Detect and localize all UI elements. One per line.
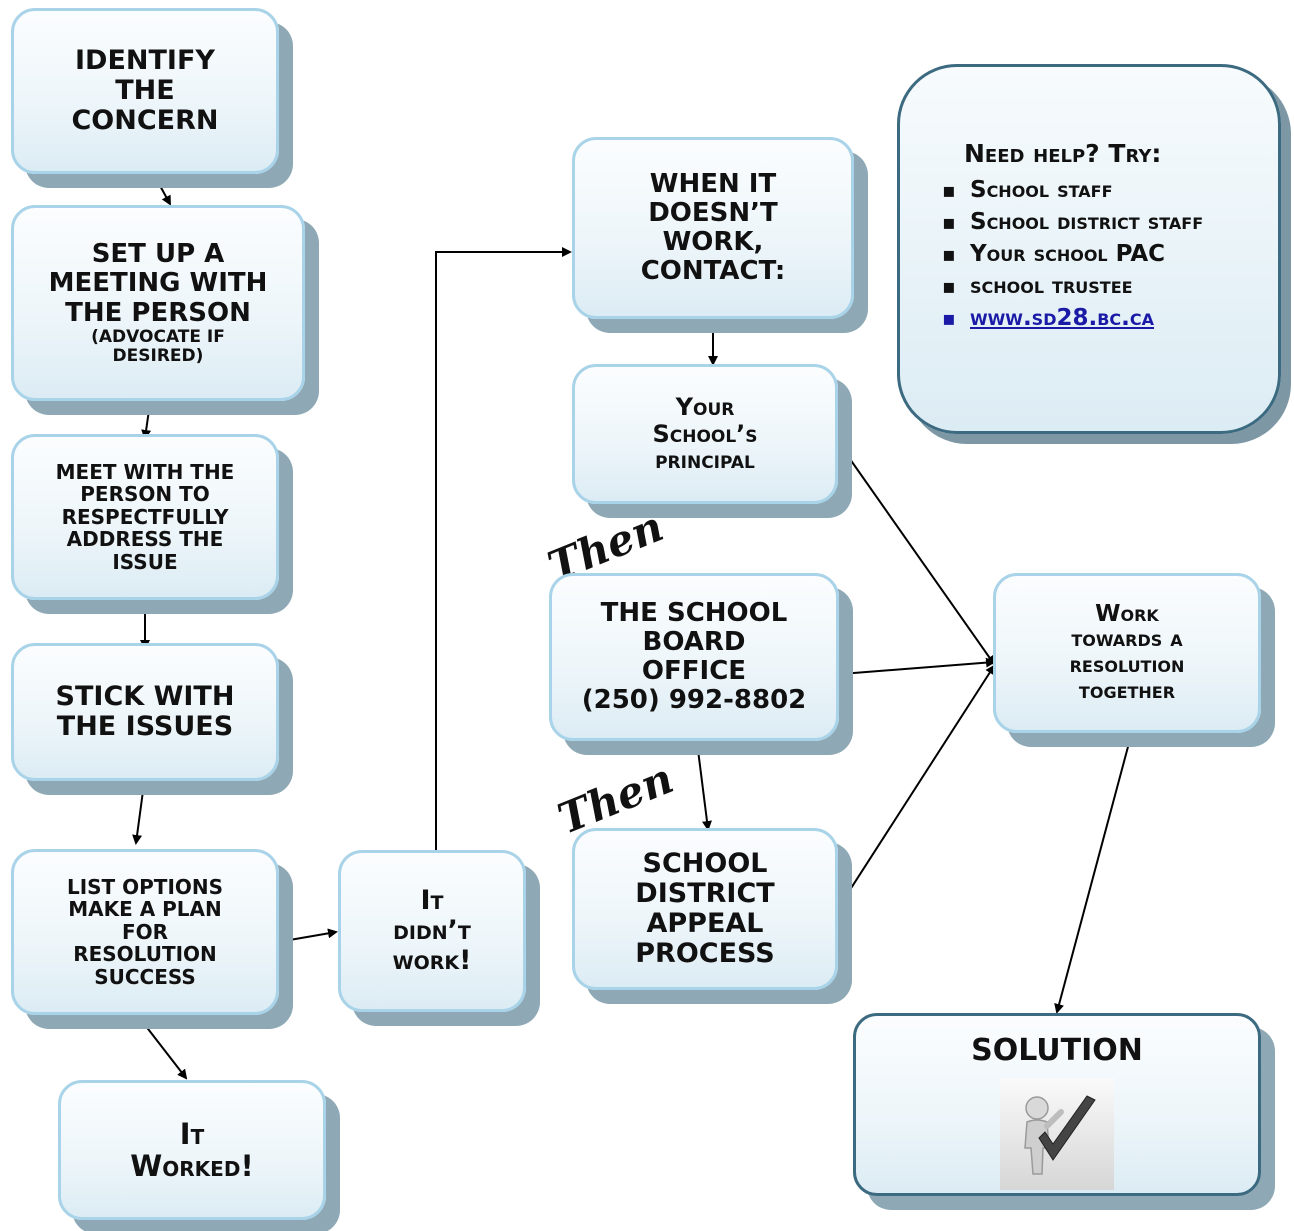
stick-line-1: STICK WITH: [55, 680, 235, 712]
stick-with-issues-box: STICK WITH THE ISSUES: [11, 643, 279, 781]
meet-line-3: RESPECTFULLY: [61, 504, 229, 529]
appeal-line-4: PROCESS: [635, 938, 775, 970]
meet-line-1: MEET WITH THE: [55, 460, 235, 485]
setup-line-1: SET UP A: [91, 239, 225, 270]
setup-note-line-2: DESIRED): [112, 345, 204, 366]
appeal-line-2: DISTRICT: [635, 877, 775, 909]
board-line-2: BOARD: [642, 626, 746, 657]
principal-line-3: principal: [655, 446, 755, 475]
appeal-line-3: APPEAL: [646, 908, 764, 939]
when-line-4: CONTACT:: [640, 256, 786, 287]
identify-concern-box: IDENTIFY THE CONCERN: [11, 8, 279, 174]
resolution-line-2: towards a: [1071, 626, 1183, 653]
when-line-2: DOESN’T: [648, 197, 778, 228]
resolution-line-3: resolution: [1069, 652, 1185, 678]
when-it-doesnt-work-box: WHEN IT DOESN’T WORK, CONTACT:: [572, 137, 854, 319]
worked-line-2: Worked!: [130, 1149, 254, 1183]
it-didnt-work-box: It didn’t work!: [338, 850, 526, 1012]
identify-line-3: CONCERN: [71, 105, 219, 137]
when-line-1: WHEN IT: [649, 168, 777, 199]
help-item-trustee: school trustee: [942, 270, 1258, 302]
need-help-panel: Need help? Try: School staff School dist…: [897, 64, 1281, 434]
principal-box: Your School’s principal: [572, 364, 838, 504]
list-line-2: MAKE A PLAN: [68, 897, 222, 922]
stick-line-2: THE ISSUES: [56, 711, 234, 742]
setup-line-3: THE PERSON: [65, 297, 251, 328]
arrow-setup-to-meet: [141, 402, 152, 440]
arrow-didnt-to-when: [435, 247, 572, 852]
appeal-process-box: SCHOOL DISTRICT APPEAL PROCESS: [572, 828, 838, 990]
person-checkmark-icon: [1000, 1077, 1114, 1190]
help-link-website[interactable]: www.sd28.bc.ca: [942, 302, 1258, 334]
meet-line-5: ISSUE: [112, 549, 178, 574]
setup-meeting-box: SET UP A MEETING WITH THE PERSON (ADVOCA…: [11, 205, 305, 401]
board-phone: (250) 992-8802: [581, 685, 807, 716]
arrow-stick-to-list: [132, 790, 144, 845]
board-line-1: THE SCHOOL: [600, 597, 788, 628]
setup-line-2: MEETING WITH: [48, 268, 268, 299]
list-line-3: FOR: [121, 919, 169, 944]
principal-line-1: Your: [675, 392, 735, 421]
didnt-line-2: didn’t: [393, 914, 471, 946]
help-item-district-staff: School district staff: [942, 206, 1258, 238]
it-worked-box: It Worked!: [58, 1080, 326, 1220]
list-line-4: RESOLUTION: [73, 942, 217, 967]
arrow-resolution-to-solution: [1054, 742, 1130, 1014]
didnt-line-3: work!: [392, 945, 472, 977]
solution-title: SOLUTION: [971, 1033, 1143, 1068]
identify-line-1: IDENTIFY: [75, 44, 215, 76]
arrow-list-to-worked: [144, 1024, 188, 1080]
help-item-school-staff: School staff: [942, 174, 1258, 206]
board-line-3: OFFICE: [641, 656, 747, 686]
arrow-list-to-didnt: [277, 928, 338, 943]
arrow-principal-to-resolution: [837, 441, 996, 666]
arrow-identify-to-setup: [157, 181, 171, 206]
arrow-board-to-appeal: [696, 741, 712, 831]
arrow-appeal-to-resolution: [845, 664, 996, 897]
work-towards-resolution-box: Work towards a resolution together: [993, 573, 1261, 733]
help-heading: Need help? Try:: [964, 139, 1162, 168]
identify-line-2: THE: [115, 74, 175, 106]
didnt-line-1: It: [420, 884, 444, 916]
list-line-5: SUCCESS: [94, 964, 196, 989]
help-item-pac: Your school PAC: [942, 238, 1258, 270]
list-options-box: LIST OPTIONS MAKE A PLAN FOR RESOLUTION …: [11, 849, 279, 1015]
when-line-3: WORK,: [662, 227, 764, 257]
list-line-1: LIST OPTIONS: [66, 875, 224, 900]
meet-line-2: PERSON TO: [80, 482, 210, 507]
help-list: School staff School district staff Your …: [942, 174, 1258, 334]
worked-line-1: It: [179, 1116, 205, 1151]
school-board-office-box: THE SCHOOL BOARD OFFICE (250) 992-8802: [549, 573, 839, 741]
meet-person-box: MEET WITH THE PERSON TO RESPECTFULLY ADD…: [11, 434, 279, 600]
appeal-line-1: SCHOOL: [642, 847, 768, 879]
resolution-line-4: together: [1078, 677, 1176, 704]
meet-line-4: ADDRESS THE: [66, 527, 224, 552]
solution-box: SOLUTION: [853, 1013, 1261, 1196]
setup-note-line-1: (ADVOCATE IF: [91, 326, 225, 347]
principal-line-2: School’s: [652, 419, 758, 448]
arrow-board-to-resolution: [840, 657, 996, 675]
resolution-line-1: Work: [1095, 600, 1159, 627]
